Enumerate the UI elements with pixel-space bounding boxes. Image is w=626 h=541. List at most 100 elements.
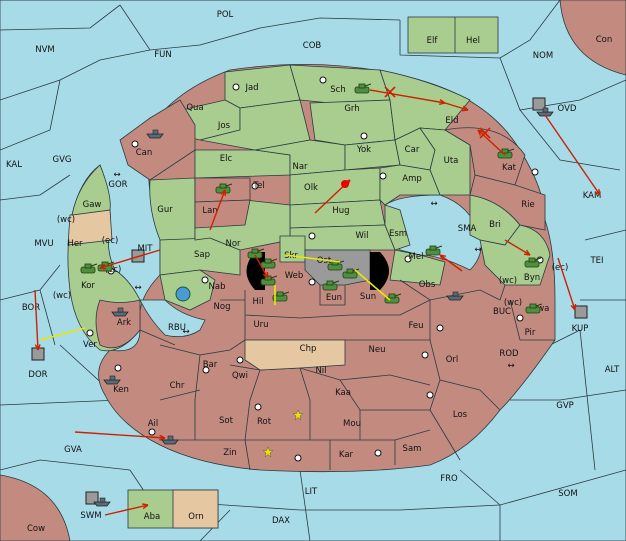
order-arrow xyxy=(544,114,601,196)
sea-label-rbu: RBU xyxy=(168,323,186,333)
province-label-elf: Elf xyxy=(427,36,439,46)
order-arrow xyxy=(477,129,506,156)
province-label-kup: KUP xyxy=(572,324,589,334)
province-can[interactable] xyxy=(119,99,196,181)
depot-kup xyxy=(574,305,588,319)
province-ark[interactable] xyxy=(95,299,141,349)
sea-label-mvu: MVU xyxy=(34,239,53,249)
order-arrow xyxy=(504,239,531,256)
fleet-unit-icon[interactable] xyxy=(161,435,179,445)
strait-double-arrow-icon: ↔ xyxy=(134,283,141,293)
fleet-unit-icon[interactable] xyxy=(146,129,164,139)
province-wil[interactable] xyxy=(289,224,396,251)
province-label-nog: Nog xyxy=(214,302,231,312)
province-label-hil: Hil xyxy=(252,297,263,307)
province-lan[interactable] xyxy=(194,199,251,229)
province-label-qua: Qua xyxy=(186,103,203,113)
province-label-rot: Rot xyxy=(257,417,272,427)
fleet-unit-icon[interactable] xyxy=(536,107,554,117)
province-rie[interactable] xyxy=(469,174,546,231)
fleet-unit-icon[interactable] xyxy=(93,497,111,507)
army-unit-icon[interactable] xyxy=(215,183,233,194)
province-gaw[interactable] xyxy=(71,164,111,216)
province-label-wil: Wil xyxy=(356,231,369,241)
province-elc[interactable] xyxy=(194,149,291,179)
province-label-qwi: Qwi xyxy=(232,371,248,381)
orders-layer: ↔↔↔↔↔↔ xyxy=(34,86,601,516)
fleet-unit-icon[interactable] xyxy=(446,291,464,301)
cut-order-icon xyxy=(479,127,491,139)
province-mel[interactable] xyxy=(389,249,446,286)
province-label-tel: Tel xyxy=(252,181,264,191)
province-elf-hel-box xyxy=(407,16,499,54)
province-label-kor: Kor xyxy=(81,281,95,291)
province-label-web: Web xyxy=(285,271,304,281)
army-unit-icon[interactable] xyxy=(342,268,360,279)
sea-label-gva: GVA xyxy=(64,445,82,455)
sea-label-ovd: OVD xyxy=(558,104,577,114)
province-label-sot: Sot xyxy=(219,416,234,426)
sea-label-dor: DOR xyxy=(28,370,47,380)
sea-label-cow: Cow xyxy=(27,524,45,534)
coast-tag: (wc) xyxy=(504,298,522,308)
sea-label-kal: KAL xyxy=(6,160,22,170)
province-label-obs: Obs xyxy=(419,280,436,290)
sea-label-con: Con xyxy=(596,35,613,45)
support-line xyxy=(354,269,391,301)
province-label-aba: Aba xyxy=(144,512,160,522)
province-label-kaa: Kaa xyxy=(335,388,351,398)
province-label-chr: Chr xyxy=(170,381,185,391)
red-provinces-north xyxy=(119,99,546,231)
order-arrow xyxy=(99,249,161,269)
army-unit-icon[interactable] xyxy=(425,245,443,256)
depot-ovd xyxy=(532,97,546,111)
province-label-orn: Orn xyxy=(188,512,203,522)
province-label-pir: Pir xyxy=(525,328,536,338)
province-label-mou: Mou xyxy=(343,419,361,429)
province-label-eld: Eld xyxy=(445,116,458,126)
army-unit-icon[interactable] xyxy=(524,257,542,268)
province-orn[interactable] xyxy=(172,489,219,529)
order-arrowhead xyxy=(141,503,149,510)
sea-label-tei: TEI xyxy=(589,256,603,266)
province-chp[interactable] xyxy=(244,339,346,371)
fleet-unit-icon[interactable] xyxy=(103,375,121,385)
province-label-kar: Kar xyxy=(339,450,354,460)
support-line xyxy=(39,327,86,341)
province-label-chp: Chp xyxy=(300,344,317,354)
order-arrowhead xyxy=(594,188,601,196)
province-label-ark: Ark xyxy=(117,318,131,328)
army-unit-icon[interactable] xyxy=(322,280,340,291)
order-arrowhead xyxy=(99,263,107,270)
strait-double-arrow-icon: ↔ xyxy=(507,361,514,371)
province-label-nil: Nil xyxy=(315,366,326,376)
province-label-kat: Kat xyxy=(502,163,517,173)
province-label-hel: Hel xyxy=(466,36,480,46)
province-label-nor: Nor xyxy=(225,239,241,249)
army-unit-icon[interactable] xyxy=(497,148,515,159)
strait-blocker-west xyxy=(246,252,265,290)
province-label-eun: Eun xyxy=(326,293,342,303)
army-unit-icon[interactable] xyxy=(525,303,543,314)
province-yok[interactable] xyxy=(344,139,401,171)
strait-double-arrow-icon: ↔ xyxy=(182,327,189,337)
province-amp[interactable] xyxy=(379,164,441,206)
coast-tag: (wc) xyxy=(499,276,517,286)
coast-tag: (ec) xyxy=(105,265,122,275)
province-label-can: Can xyxy=(136,148,153,158)
province-sch[interactable] xyxy=(289,64,391,104)
sea-label-cob: COB xyxy=(303,41,322,51)
army-unit-icon[interactable] xyxy=(80,263,98,274)
province-label-gaw: Gaw xyxy=(83,200,102,210)
province-label-hug: Hug xyxy=(332,206,349,216)
supply-centers xyxy=(86,76,544,462)
strait-blocker-east xyxy=(370,252,389,290)
army-unit-icon[interactable] xyxy=(354,83,372,94)
province-label-uru: Uru xyxy=(253,320,268,330)
fleet-unit-icon[interactable] xyxy=(111,307,129,317)
province-esm[interactable] xyxy=(384,204,411,251)
army-unit-icon[interactable] xyxy=(272,291,290,302)
sea-label-pol: POL xyxy=(217,10,234,20)
